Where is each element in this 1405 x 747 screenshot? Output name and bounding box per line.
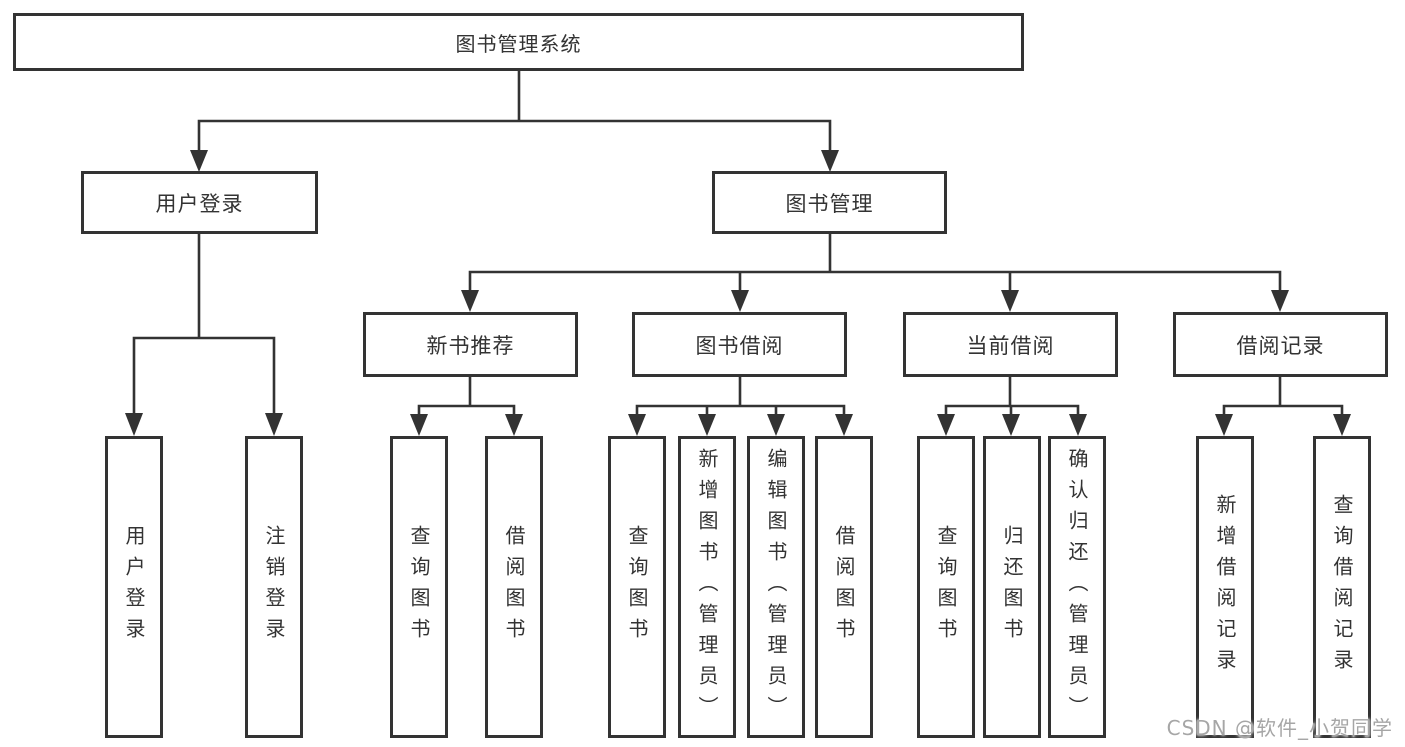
leaf-borrow-books-label: 借阅图书 [832, 525, 856, 649]
arrow-down-icon [1271, 290, 1289, 312]
leaf-return-books: 归还图书 [983, 436, 1041, 738]
leaf-edit-book-admin-label: 编辑图书（管理员） [764, 447, 788, 727]
connector-borrow-records-to-leaves [1222, 375, 1344, 420]
leaf-logout-label: 注销登录 [262, 525, 286, 649]
connector-root-to-level2 [197, 68, 832, 154]
node-new-book-recommend: 新书推荐 [363, 312, 578, 377]
leaf-borrow-books-recommend-label: 借阅图书 [502, 525, 526, 649]
leaf-add-borrow-record: 新增借阅记录 [1196, 436, 1254, 738]
node-user-login: 用户登录 [81, 171, 318, 234]
arrow-down-icon [821, 150, 839, 172]
node-borrow-records-label: 借阅记录 [1236, 333, 1325, 358]
arrow-down-icon [731, 290, 749, 312]
connector-book-borrow-to-leaves [635, 375, 846, 420]
leaf-borrow-books-recommend: 借阅图书 [485, 436, 543, 738]
node-book-management: 图书管理 [712, 171, 947, 234]
node-borrow-records: 借阅记录 [1173, 312, 1388, 377]
leaf-edit-book-admin: 编辑图书（管理员） [747, 436, 805, 738]
leaf-query-books-recommend: 查询图书 [390, 436, 448, 738]
leaf-query-books-current: 查询图书 [917, 436, 975, 738]
arrow-down-icon [190, 150, 208, 172]
arrow-down-icon [628, 414, 646, 436]
leaf-query-borrow-record-label: 查询借阅记录 [1330, 494, 1354, 680]
node-current-borrow-label: 当前借阅 [966, 333, 1055, 358]
arrow-down-icon [125, 413, 143, 436]
node-root: 图书管理系统 [13, 13, 1024, 71]
leaf-add-book-admin: 新增图书（管理员） [678, 436, 736, 738]
connector-user-login-to-leaves [132, 231, 276, 419]
leaf-confirm-return-admin: 确认归还（管理员） [1048, 436, 1106, 738]
node-root-label: 图书管理系统 [455, 31, 582, 56]
arrow-down-icon [1215, 414, 1233, 436]
leaf-add-borrow-record-label: 新增借阅记录 [1213, 494, 1237, 680]
node-user-login-label: 用户登录 [155, 191, 244, 216]
leaf-query-borrow-record: 查询借阅记录 [1313, 436, 1371, 738]
node-book-borrow: 图书借阅 [632, 312, 847, 377]
arrow-down-icon [835, 414, 853, 436]
connector-book-management-to-level3 [468, 231, 1282, 296]
arrow-down-icon [505, 414, 523, 436]
leaf-query-books-recommend-label: 查询图书 [407, 525, 431, 649]
arrow-down-icon [1069, 414, 1087, 436]
arrow-down-icon [1333, 414, 1351, 436]
leaf-confirm-return-admin-label: 确认归还（管理员） [1065, 447, 1089, 727]
connector-new-book-recommend-to-leaves [417, 375, 516, 420]
leaf-user-login: 用户登录 [105, 436, 163, 738]
leaf-user-login-label: 用户登录 [122, 525, 146, 649]
node-book-borrow-label: 图书借阅 [695, 333, 784, 358]
arrow-down-icon [1001, 290, 1019, 312]
connector-current-borrow-to-leaves [944, 375, 1080, 420]
leaf-add-book-admin-label: 新增图书（管理员） [695, 447, 719, 727]
leaf-borrow-books: 借阅图书 [815, 436, 873, 738]
arrow-down-icon [265, 413, 283, 436]
leaf-logout: 注销登录 [245, 436, 303, 738]
leaf-query-books-borrow: 查询图书 [608, 436, 666, 738]
arrow-down-icon [767, 414, 785, 436]
node-book-management-label: 图书管理 [785, 191, 874, 216]
watermark: CSDN @软件_小贺同学 [1166, 716, 1393, 740]
arrow-down-icon [410, 414, 428, 436]
arrow-down-icon [1002, 414, 1020, 436]
node-current-borrow: 当前借阅 [903, 312, 1118, 377]
leaf-query-books-current-label: 查询图书 [934, 525, 958, 649]
arrow-down-icon [937, 414, 955, 436]
arrow-down-icon [698, 414, 716, 436]
arrow-down-icon [461, 290, 479, 312]
leaf-query-books-borrow-label: 查询图书 [625, 525, 649, 649]
node-new-book-recommend-label: 新书推荐 [426, 333, 515, 358]
leaf-return-books-label: 归还图书 [1000, 525, 1024, 649]
